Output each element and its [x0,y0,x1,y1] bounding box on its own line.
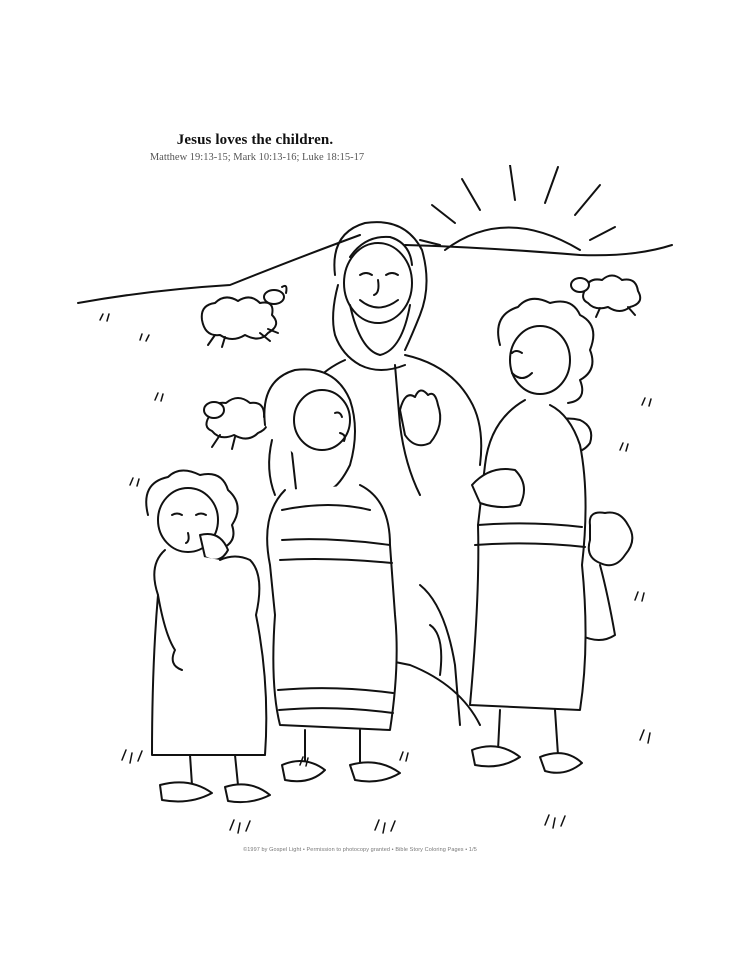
sheep-icon [204,398,267,449]
jesus-figure [290,222,481,725]
page-heading: Jesus loves the children. Matthew 19:13-… [0,132,510,163]
sheep-icon [580,513,632,641]
hill-horizon [78,235,672,303]
grass-tufts [100,314,651,833]
jesus-hand [400,390,440,445]
child-toddler-figure [146,470,270,802]
child-boy-figure [470,299,593,773]
copyright-footer: ©1997 by Gospel Light • Permission to ph… [243,847,477,853]
sheep-icon [202,286,287,347]
scripture-references: Matthew 19:13-15; Mark 10:13-16; Luke 18… [149,152,365,163]
sheep-icon [571,276,640,318]
sun-icon [420,165,615,250]
child-girl-figure [264,369,400,781]
page-title: Jesus loves the children. [176,132,334,148]
coloring-illustration [60,165,690,845]
